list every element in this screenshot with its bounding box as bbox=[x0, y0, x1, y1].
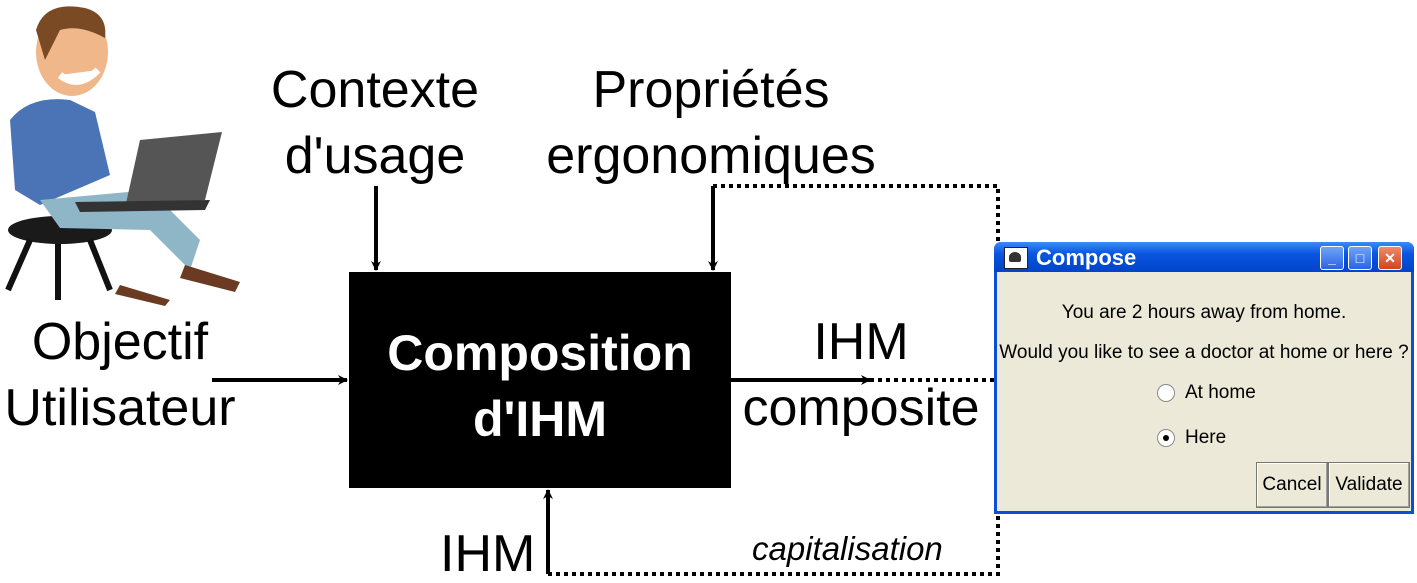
compose-window: Compose _ □ ✕ You are 2 hours away from … bbox=[994, 242, 1414, 514]
maximize-icon[interactable]: □ bbox=[1348, 246, 1372, 270]
box-line1: Composition bbox=[387, 325, 693, 381]
cancel-button[interactable]: Cancel bbox=[1256, 462, 1328, 508]
user-illustration bbox=[5, 6, 240, 306]
minimize-icon[interactable]: _ bbox=[1320, 246, 1344, 270]
contexte-line2: d'usage bbox=[284, 127, 466, 185]
contexte-label: Contexte d'usage bbox=[258, 64, 492, 182]
option-here-label: Here bbox=[1185, 427, 1227, 448]
radio-at-home[interactable] bbox=[1157, 383, 1175, 402]
ihm-composite-label: IHM composite bbox=[736, 316, 986, 434]
ihm-in-label: IHM bbox=[440, 525, 536, 583]
contexte-line1: Contexte bbox=[270, 61, 480, 119]
radio-here[interactable] bbox=[1157, 428, 1175, 447]
window-title: Compose bbox=[1036, 245, 1137, 270]
message-line2: Would you like to see a doctor at home o… bbox=[999, 342, 1409, 363]
close-icon[interactable]: ✕ bbox=[1378, 246, 1402, 270]
option-at-home-label: At home bbox=[1185, 382, 1256, 403]
objectif-line1: Objectif bbox=[31, 313, 209, 371]
proprietes-line1: Propriétés bbox=[592, 61, 830, 119]
proprietes-line2: ergonomiques bbox=[546, 127, 876, 185]
proprietes-label: Propriétés ergonomiques bbox=[530, 64, 892, 182]
option-at-home[interactable]: At home bbox=[1157, 382, 1256, 404]
capitalisation-label: capitalisation bbox=[752, 530, 943, 567]
window-client: You are 2 hours away from home. Would yo… bbox=[997, 272, 1411, 511]
app-icon bbox=[1004, 247, 1028, 269]
validate-button[interactable]: Validate bbox=[1328, 462, 1410, 508]
ihm-out-line1: IHM bbox=[813, 313, 909, 371]
box-line2: d'IHM bbox=[472, 391, 608, 447]
ihm-out-line2: composite bbox=[742, 379, 980, 437]
message-line1: You are 2 hours away from home. bbox=[1061, 302, 1347, 323]
dotted-connectors bbox=[548, 184, 1000, 576]
objectif-line2: Utilisateur bbox=[4, 379, 236, 437]
option-here[interactable]: Here bbox=[1157, 427, 1226, 449]
objectif-label: Objectif Utilisateur bbox=[0, 316, 240, 434]
window-titlebar[interactable]: Compose _ □ ✕ bbox=[994, 242, 1414, 272]
composition-box: Composition d'IHM bbox=[349, 272, 731, 488]
